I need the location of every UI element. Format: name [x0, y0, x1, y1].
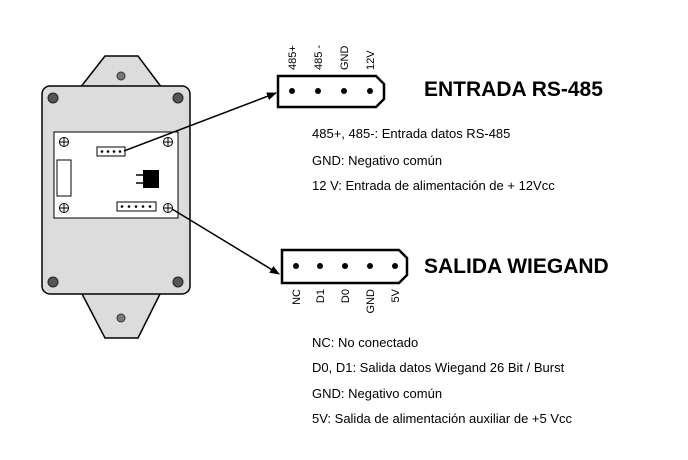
- wiegand-connector-pins: [293, 263, 398, 269]
- top-mounting-hole: [116, 71, 126, 81]
- device-enclosure: [41, 55, 191, 339]
- wiegand-pin-dot: [392, 263, 398, 269]
- pcb-mounting-holes: [59, 137, 173, 213]
- wiegand-pin-dot: [293, 263, 299, 269]
- corner-screws: [47, 92, 184, 288]
- screw-top-left: [47, 92, 59, 104]
- wiegand-description-power: 5V: Salida de alimentación auxiliar de +…: [312, 411, 573, 426]
- rs485-pointer-arrow: [123, 92, 277, 152]
- wiegand-pin-label-gnd: GND: [365, 289, 377, 314]
- rs485-connector-pins: [289, 88, 373, 94]
- bottom-mounting-hole: [116, 313, 126, 323]
- wiegand-pin-label-5v: 5V: [390, 288, 402, 302]
- rs485-pin-dot: [341, 88, 347, 94]
- wiegand-description-data: D0, D1: Salida datos Wiegand 26 Bit / Bu…: [312, 360, 565, 375]
- pcb-wiegand-header-pins: [120, 205, 152, 208]
- circuit-board: [53, 131, 179, 219]
- screw-bottom-right: [172, 276, 184, 288]
- rs485-pin-label-485plus: 485+: [287, 45, 299, 70]
- wiegand-pin-label-d0: D0: [340, 289, 352, 303]
- pcb-rs485-header-pins: [100, 150, 122, 153]
- rs485-description-data: 485+, 485-: Entrada datos RS-485: [312, 126, 511, 141]
- wiegand-pointer-arrow: [171, 208, 280, 275]
- rs485-heading: ENTRADA RS-485: [424, 78, 603, 101]
- screw-bottom-left: [47, 276, 59, 288]
- rs485-pin-label-12v: 12V: [365, 50, 377, 70]
- rs485-connector-body: [276, 74, 386, 109]
- wiegand-description-gnd: GND: Negativo común: [312, 386, 443, 401]
- side-component: [56, 159, 72, 197]
- pcb-chip: [143, 170, 159, 188]
- rs485-pin-dot: [289, 88, 295, 94]
- rs485-pin-label-gnd: GND: [339, 46, 351, 71]
- wiegand-pin-dot: [367, 263, 373, 269]
- wiegand-description-nc: NC: No conectado: [312, 335, 419, 350]
- wiegand-pin-label-nc: NC: [291, 289, 303, 305]
- rs485-connector: 485+ 485 - GND 12V: [276, 45, 386, 109]
- rs485-description-gnd: GND: Negativo común: [312, 153, 443, 168]
- pcb-rs485-header: [96, 146, 126, 157]
- rs485-pin-label-485minus: 485 -: [313, 45, 325, 70]
- wiegand-connector: NC D1 D0 GND 5V: [280, 248, 409, 314]
- wiegand-pin-label-d1: D1: [315, 289, 327, 303]
- wiegand-pin-dot: [342, 263, 348, 269]
- wiegand-heading: SALIDA WIEGAND: [424, 255, 609, 278]
- rs485-pin-dot: [367, 88, 373, 94]
- wiegand-pin-dot: [317, 263, 323, 269]
- screw-top-right: [172, 92, 184, 104]
- rs485-pin-dot: [315, 88, 321, 94]
- rs485-description-power: 12 V: Entrada de alimentación de + 12Vcc: [312, 178, 555, 193]
